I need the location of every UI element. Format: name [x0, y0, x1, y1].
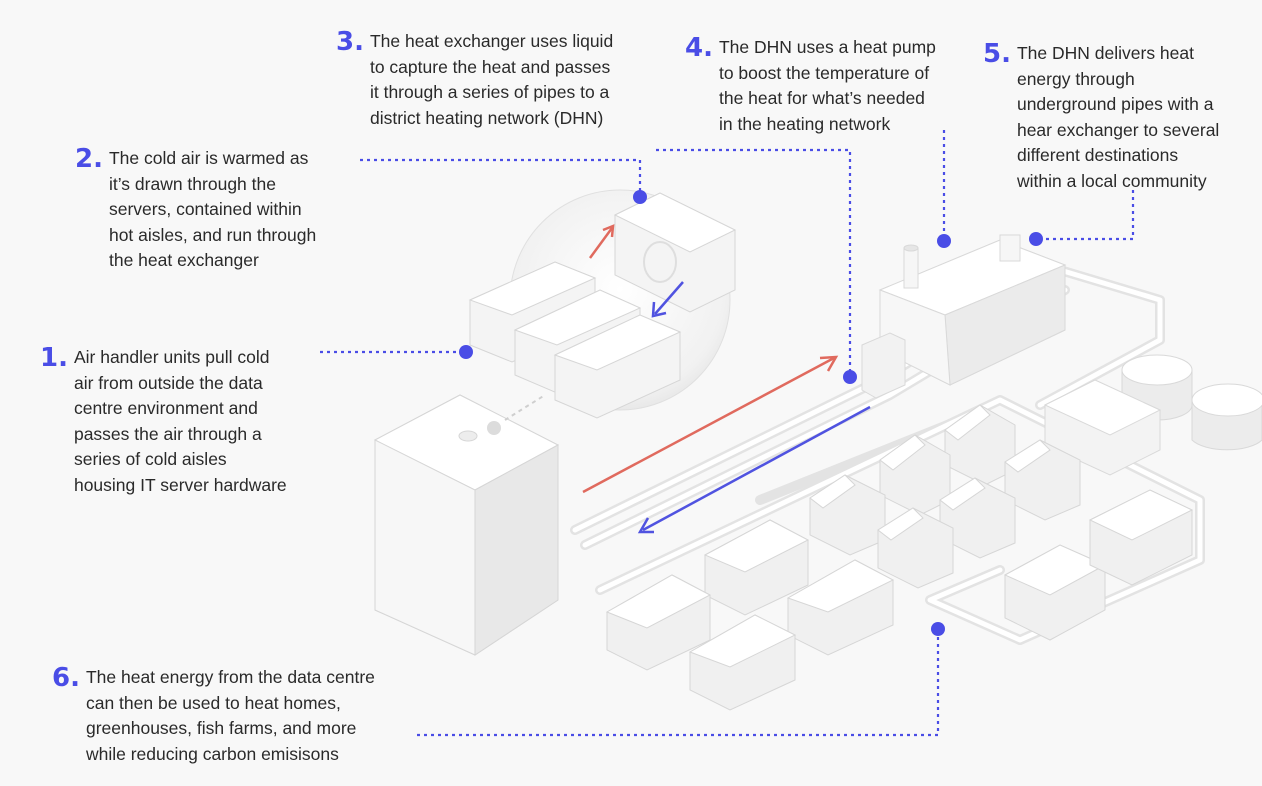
- step-1-number: 1.: [40, 343, 68, 373]
- callout-dot-4: [937, 234, 951, 248]
- callout-dot-1: [459, 345, 473, 359]
- callout-dots: [459, 190, 1043, 636]
- heat-flow-arrows: [582, 355, 871, 534]
- leader-lines: [320, 130, 1135, 737]
- callout-dot-6: [931, 622, 945, 636]
- airflow-arrows: [588, 224, 684, 318]
- step-3-number: 3.: [336, 27, 364, 57]
- step-5: 5. The DHN delivers heat energy through …: [983, 41, 1219, 194]
- step-4-text: The DHN uses a heat pump to boost the te…: [718, 37, 936, 134]
- step-3-text: The heat exchanger uses liquid to captur…: [369, 31, 614, 128]
- step-1: 1. Air handler units pull cold air from …: [40, 345, 287, 498]
- callout-dot-2: [633, 190, 647, 204]
- step-2: 2. The cold air is warmed as it’s drawn …: [75, 146, 316, 274]
- houses: [605, 404, 1194, 711]
- callout-dot-3: [843, 370, 857, 384]
- step-6-text: The heat energy from the data centre can…: [85, 667, 375, 764]
- dhn-plant: [861, 234, 1067, 399]
- step-6: 6. The heat energy from the data centre …: [52, 665, 375, 767]
- step-4-number: 4.: [685, 33, 713, 63]
- server-racks: [468, 261, 682, 419]
- data-centre-building: [373, 394, 560, 656]
- step-2-text: The cold air is warmed as it’s drawn thr…: [108, 148, 317, 270]
- step-6-number: 6.: [52, 663, 80, 693]
- step-5-number: 5.: [983, 39, 1011, 69]
- step-1-text: Air handler units pull cold air from out…: [73, 347, 287, 495]
- step-4: 4. The DHN uses a heat pump to boost the…: [685, 35, 936, 137]
- step-3: 3. The heat exchanger uses liquid to cap…: [336, 29, 613, 131]
- storage-tanks: [1043, 354, 1262, 476]
- callout-dot-5: [1029, 232, 1043, 246]
- step-2-number: 2.: [75, 144, 103, 174]
- step-5-text: The DHN delivers heat energy through und…: [1016, 43, 1220, 191]
